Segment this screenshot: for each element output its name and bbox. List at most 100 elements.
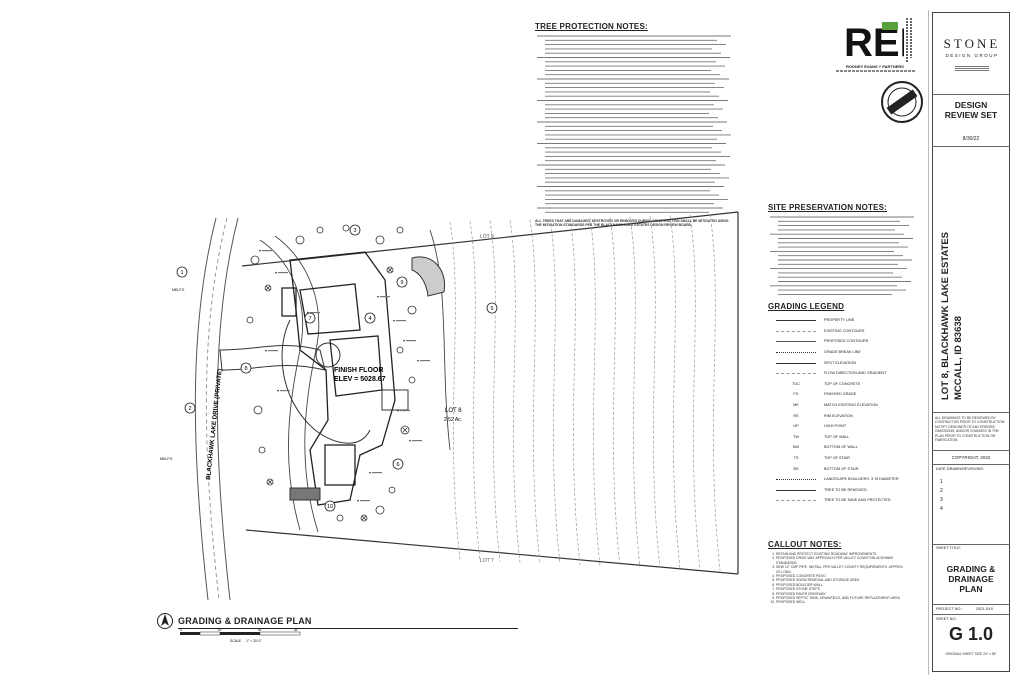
legend-line-icon — [776, 373, 816, 375]
callout-bubble — [392, 458, 404, 470]
legend-label: FLOW DIRECTION AND GRADIENT — [824, 371, 887, 376]
project-address-city: MCCALL, ID 83638 — [953, 316, 964, 400]
legend-label: PROPERTY LINE — [824, 318, 855, 323]
road — [194, 217, 239, 601]
site-preservation-fine-text — [770, 216, 914, 295]
callout-notes-title: CALLOUT NOTES: — [768, 540, 842, 549]
callout-bubble — [184, 402, 196, 414]
callout-bubble-number: 10 — [327, 504, 333, 510]
title-block-frame — [932, 12, 1010, 672]
revision-number: 2 — [940, 488, 943, 494]
legend-symbol: TOC — [792, 381, 800, 386]
lot-label: LOT 8 — [445, 408, 462, 414]
callout-note-item: NEW 12" CMP PIPE. INSTALL PER VALLEY COU… — [776, 565, 906, 574]
legend-line-icon — [776, 479, 816, 481]
callout-note-item: PROPOSED DRIVE WAY APPROACH PER VALLEY C… — [776, 556, 906, 565]
legend-row: TOC TOP OF CONCRETE — [768, 379, 918, 390]
legend-line-icon — [776, 330, 816, 332]
legend-label: BOTTOM OF WALL — [824, 445, 858, 450]
plan-title-block — [156, 612, 174, 635]
grading-legend-rows: PROPERTY LINE EXISTING CONTOURS PROPOSED C… — [768, 315, 918, 506]
callout-bubble — [364, 312, 376, 324]
legend-row: BW BOTTOM OF WALL — [768, 442, 918, 453]
legend-row: GRADE BREAK LINE — [768, 347, 918, 358]
callout-bubble-number: 2 — [188, 406, 191, 412]
tb-divider — [932, 450, 1010, 451]
legend-label: LANDSCAPE BOULDERS, 3' Ø DIAMETER — [824, 477, 899, 482]
copyright: COPYRIGHT, 2022 — [951, 455, 991, 460]
scale-tick: 10 — [218, 629, 222, 632]
legend-symbol — [768, 488, 824, 492]
legend-label: FINISHED GRADE — [824, 392, 857, 397]
project-address-lot: LOT 8, BLACKHAWK LAKE ESTATES — [940, 231, 951, 400]
legend-symbol — [768, 361, 824, 365]
legend-symbol: FG — [793, 392, 799, 397]
tb-divider — [932, 146, 1010, 147]
stamp-icon — [881, 81, 923, 123]
callout-notes: CALLOUT NOTES: RETAIN AND PROTECT EXISTI… — [768, 540, 918, 605]
tb-divider — [932, 464, 1010, 465]
tb-divider — [932, 94, 1010, 95]
not-for-construction-stamp — [880, 80, 924, 124]
trees — [246, 224, 417, 522]
concrete-patio — [381, 389, 409, 411]
original-sheet-size: ORIGINAL SHEET SIZE 24" x 36" — [945, 652, 997, 656]
finish-floor-label: FINISH FLOOR — [334, 367, 383, 374]
driveway-island — [315, 342, 341, 368]
callout-bubble-number: 8 — [244, 366, 247, 372]
legend-symbol: BS — [793, 466, 799, 471]
callout-note-item: PROPOSED PAVER DRIVEWAY — [776, 592, 906, 596]
revision-number: 1 — [940, 479, 943, 485]
legend-label: TOP OF STAIR — [824, 456, 850, 461]
sheet-number: G 1.0 — [948, 624, 994, 644]
stone-logo: STONE DESIGN GROUP — [936, 36, 1008, 72]
tb-divider — [932, 544, 1010, 545]
legend-symbol: RE — [793, 413, 799, 418]
legend-symbol — [768, 371, 824, 375]
driveway-loop — [281, 319, 371, 444]
legend-row: LANDSCAPE BOULDERS, 3' Ø DIAMETER — [768, 474, 918, 485]
revisions-label: DATE DRAWN/REVISIONS: — [936, 467, 984, 471]
scale-tick: 40 — [294, 629, 298, 632]
legend-label: PROPOSED CONTOURS — [824, 339, 869, 344]
site-preservation-notes: SITE PRESERVATION NOTES: — [768, 203, 918, 299]
lot-north-label: LOT 9 — [480, 234, 494, 240]
legend-row: PROPOSED CONTOURS — [768, 336, 918, 347]
legend-line-icon — [776, 362, 816, 364]
callout-bubble-number: 5 — [490, 306, 493, 312]
tree-protection-title: TREE PROTECTION NOTES: — [535, 22, 648, 31]
legend-symbol: ME — [793, 403, 799, 408]
sheet-no-label: SHEET NO.: — [936, 617, 958, 621]
stone-logo-name: STONE — [943, 36, 1001, 51]
scale-label: SCALE — [230, 639, 242, 643]
callout-bubble — [324, 500, 336, 512]
legend-symbol: BW — [792, 445, 800, 450]
finish-floor-elev: ELEV = 5028.67 — [334, 376, 386, 383]
legend-label: TOP OF WALL — [824, 434, 850, 439]
rep-side-notes — [906, 18, 908, 62]
existing-contours — [449, 214, 721, 571]
callout-bubble-number: 1 — [180, 270, 183, 276]
callout-bubble — [240, 362, 252, 374]
legend-row: TREE TO BE SAVE AND PROTECTED — [768, 495, 918, 506]
scale-tick: 20 — [258, 629, 262, 632]
melfg-label: MELFG — [172, 288, 185, 292]
road-label: BLACKHAWK LAKE DRIVE (PRIVATE) — [205, 369, 224, 481]
legend-symbol — [768, 498, 824, 502]
site-preservation-title: SITE PRESERVATION NOTES: — [768, 203, 888, 212]
snow-storage-area — [289, 487, 321, 501]
callout-bubble-number: 7 — [308, 316, 311, 322]
scale-tick: 0 — [180, 629, 182, 632]
legend-label: EXISTING CONTOURS — [824, 328, 865, 333]
callout-note-item: PROPOSED BOULDER WALL — [776, 583, 906, 587]
legend-label: GRADE BREAK LINE — [824, 350, 861, 355]
legend-label: TOP OF CONCRETE — [824, 381, 861, 386]
callout-bubble-number: 3 — [353, 228, 356, 234]
legend-line-icon — [776, 489, 816, 491]
legend-label: TREE TO BE REMOVED — [824, 487, 867, 492]
